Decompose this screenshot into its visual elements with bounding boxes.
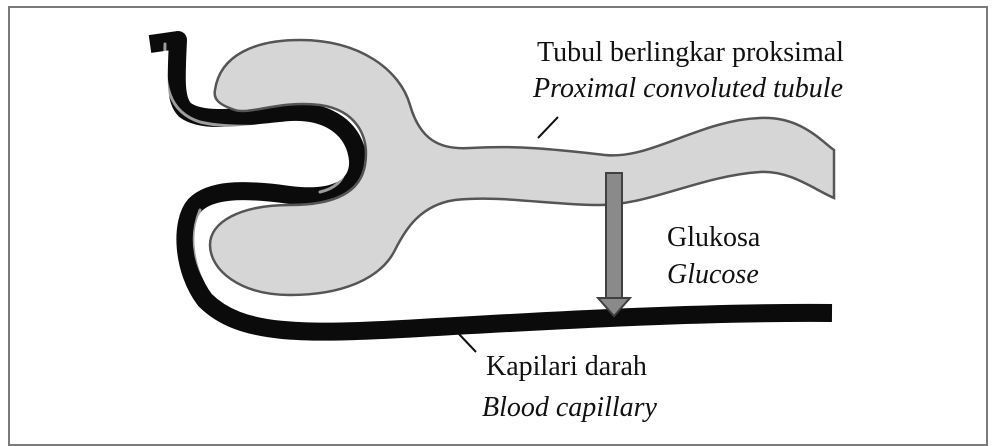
glucose-label-malay: Glukosa (667, 224, 760, 252)
tubule-pointer-line (538, 117, 558, 138)
tubule-label-english: Proximal convoluted tubule (533, 75, 843, 103)
tubule-label-malay: Tubul berlingkar proksimal (537, 39, 844, 67)
glucose-label-english: Glucose (667, 261, 759, 289)
capillary-label-english: Blood capillary (482, 394, 657, 422)
capillary-pointer-line (458, 333, 476, 352)
capillary-label-malay: Kapilari darah (486, 353, 647, 381)
